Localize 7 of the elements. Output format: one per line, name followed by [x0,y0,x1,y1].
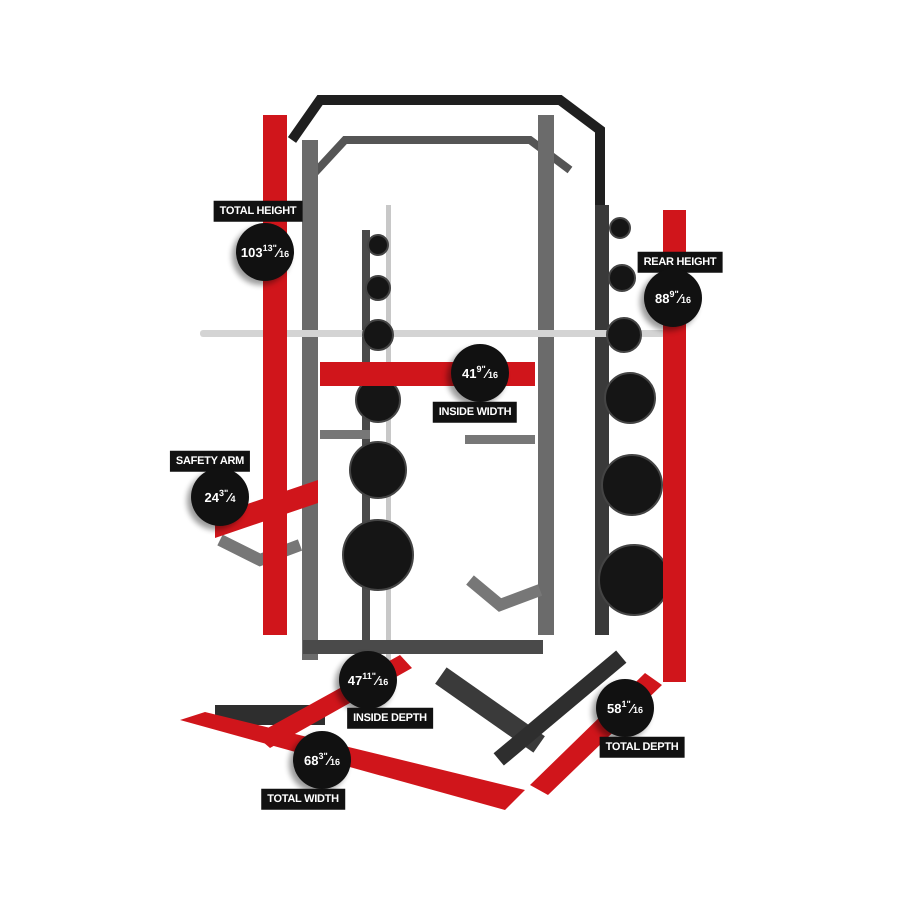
dimension-label: TOTAL WIDTH [261,788,345,810]
dimension-label: REAR HEIGHT [638,252,722,272]
dimension-label: INSIDE DEPTH [347,708,433,728]
dimension-label: SAFETY ARM [170,450,250,472]
dimension-label: TOTAL HEIGHT [214,200,302,222]
dimension-label: INSIDE WIDTH [432,402,518,422]
dimension-label: TOTAL DEPTH [600,736,684,758]
